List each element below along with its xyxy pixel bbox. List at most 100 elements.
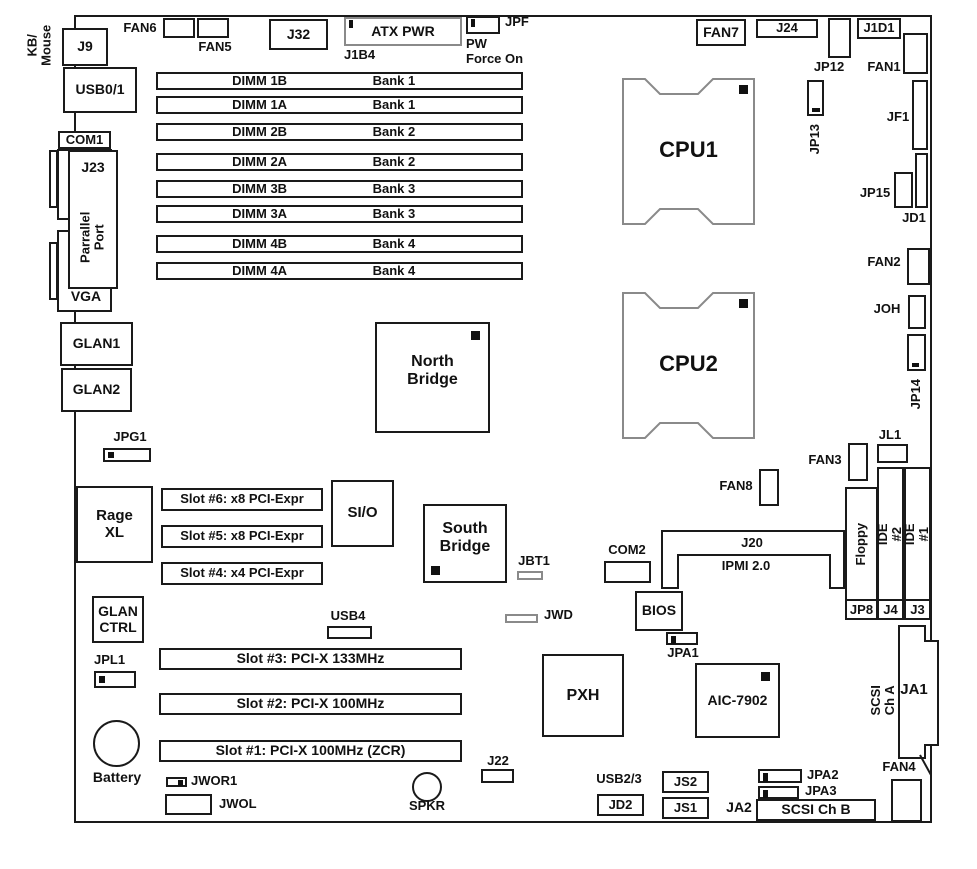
jpg1-jumper: [103, 448, 151, 462]
scsi-channel-b-connector: SCSI Ch B: [756, 799, 876, 821]
fan2-connector: [907, 248, 930, 285]
dimm-label: DIMM 1A: [232, 96, 288, 112]
dimm-slot: DIMM 2A Bank 2: [156, 153, 523, 171]
jp15-jumper: [894, 172, 913, 208]
dimm-slot: DIMM 3B Bank 3: [156, 180, 523, 198]
jpf-jumper: [466, 16, 500, 34]
jpl1-label: JPL1: [94, 652, 126, 667]
jd1-label: JD1: [902, 210, 926, 225]
jwor1-label: JWOR1: [191, 773, 238, 788]
jpa1-jumper: [666, 632, 698, 645]
jl1-label: JL1: [878, 427, 902, 442]
pin1-marker: [99, 676, 105, 683]
jwol-label: JWOL: [219, 796, 257, 811]
pci-express-slot-5: Slot #5: x8 PCI-Expr: [161, 525, 323, 548]
jpf-label: JPF: [505, 14, 529, 29]
joh-label: JOH: [873, 301, 901, 316]
jpl1-jumper: [94, 671, 136, 688]
j3-label: J3: [910, 602, 925, 618]
ide2-connector: IDE #2 J4: [875, 467, 905, 620]
pin1-marker: [471, 331, 480, 340]
jl1-header: [877, 444, 908, 463]
pxh-chip: PXH: [542, 654, 624, 737]
pci-x-slot-1: Slot #1: PCI-X 100MHz (ZCR): [159, 740, 462, 762]
jpg1-label: JPG1: [113, 429, 147, 444]
cpu2-socket-shape: [622, 292, 755, 439]
ide1-label: IDE #1: [902, 523, 932, 545]
j3-cell: J3: [906, 599, 929, 620]
j9-connector: J9: [62, 28, 108, 66]
dimm-label: DIMM 4B: [232, 235, 288, 251]
com2-label: COM2: [608, 542, 646, 557]
fan3-label: FAN3: [808, 452, 842, 467]
dimm-slot: DIMM 1A Bank 1: [156, 96, 523, 114]
bank-label: Bank 4: [372, 262, 416, 278]
ja1-label: JA1: [900, 681, 928, 698]
jp12-label: JP12: [813, 59, 845, 74]
fan8-label: FAN8: [719, 478, 753, 493]
super-io-chip: SI/O: [331, 480, 394, 547]
pci-x-slot-3: Slot #3: PCI-X 133MHz: [159, 648, 462, 670]
jp8-cell: JP8: [847, 599, 876, 620]
jf1-connector: [912, 80, 928, 150]
fan6-label: FAN6: [123, 20, 157, 35]
j32-connector: J32: [269, 19, 328, 50]
bios-chip: BIOS: [635, 591, 683, 631]
dimm-label: DIMM 1B: [232, 72, 288, 88]
usb0-1-connector: USB0/1: [63, 67, 137, 113]
jbt1-jumper: [517, 571, 543, 580]
pin1-marker: [912, 363, 919, 367]
pin1-marker: [431, 566, 440, 575]
jwd-jumper: [505, 614, 538, 623]
pci-x-slot-2: Slot #2: PCI-X 100MHz: [159, 693, 462, 715]
bank-label: Bank 4: [372, 235, 416, 251]
jwor1-jumper: [166, 777, 187, 787]
j23-parallel-port: J23 Parrallel Port: [68, 150, 118, 289]
ide2-label: IDE #2: [875, 523, 905, 545]
ipmi-label: IPMI 2.0: [721, 558, 771, 573]
force-on-label: Force On: [466, 51, 524, 66]
dimm-slot: DIMM 2B Bank 2: [156, 123, 523, 141]
spkr-label: SPKR: [408, 798, 446, 813]
com2-header: [604, 561, 651, 583]
pin1-marker: [761, 672, 770, 681]
jp14-jumper: [907, 334, 926, 371]
jp14-label: JP14: [907, 378, 923, 410]
jpa1-label: JPA1: [667, 645, 699, 660]
fan8-connector: [759, 469, 779, 506]
jp13-jumper: [807, 80, 824, 116]
j4-label: J4: [883, 602, 898, 618]
dimm-label: DIMM 2A: [232, 153, 288, 169]
vga-label: VGA: [70, 288, 102, 304]
j20-ipmi-slot-shape: [661, 530, 845, 589]
kb-mouse-label: KB/ Mouse: [24, 24, 55, 66]
pin1-marker: [812, 108, 820, 112]
jpa2-jumper: [758, 769, 802, 783]
south-bridge-chip: South Bridge: [423, 504, 507, 583]
fan1-label: FAN1: [867, 59, 901, 74]
pin1-marker: [349, 20, 353, 28]
pin1-marker: [671, 636, 676, 644]
north-bridge-chip: North Bridge: [375, 322, 490, 433]
js2-header: JS2: [662, 771, 709, 793]
dimm-slot: DIMM 3A Bank 3: [156, 205, 523, 223]
j23-label: J23: [81, 159, 105, 175]
jf1-label: JF1: [886, 109, 910, 124]
ja2-label: JA2: [726, 799, 752, 815]
pin1-marker: [739, 299, 748, 308]
jp13-label: JP13: [806, 123, 822, 155]
bank-label: Bank 2: [372, 123, 416, 139]
fan2-label: FAN2: [867, 254, 901, 269]
battery-label: Battery: [92, 769, 142, 785]
dimm-label: DIMM 3A: [232, 205, 288, 221]
joh-connector: [908, 295, 926, 329]
bank-label: Bank 1: [372, 72, 416, 88]
cpu1-socket-shape: [622, 78, 755, 225]
pin1-marker: [471, 19, 475, 27]
fan7-connector: FAN7: [696, 19, 746, 46]
ide1-connector: IDE #1 J3: [902, 467, 932, 620]
jwol-header: [165, 794, 212, 815]
cpu2-label: CPU2: [659, 351, 718, 376]
jp8-label: JP8: [849, 602, 874, 618]
